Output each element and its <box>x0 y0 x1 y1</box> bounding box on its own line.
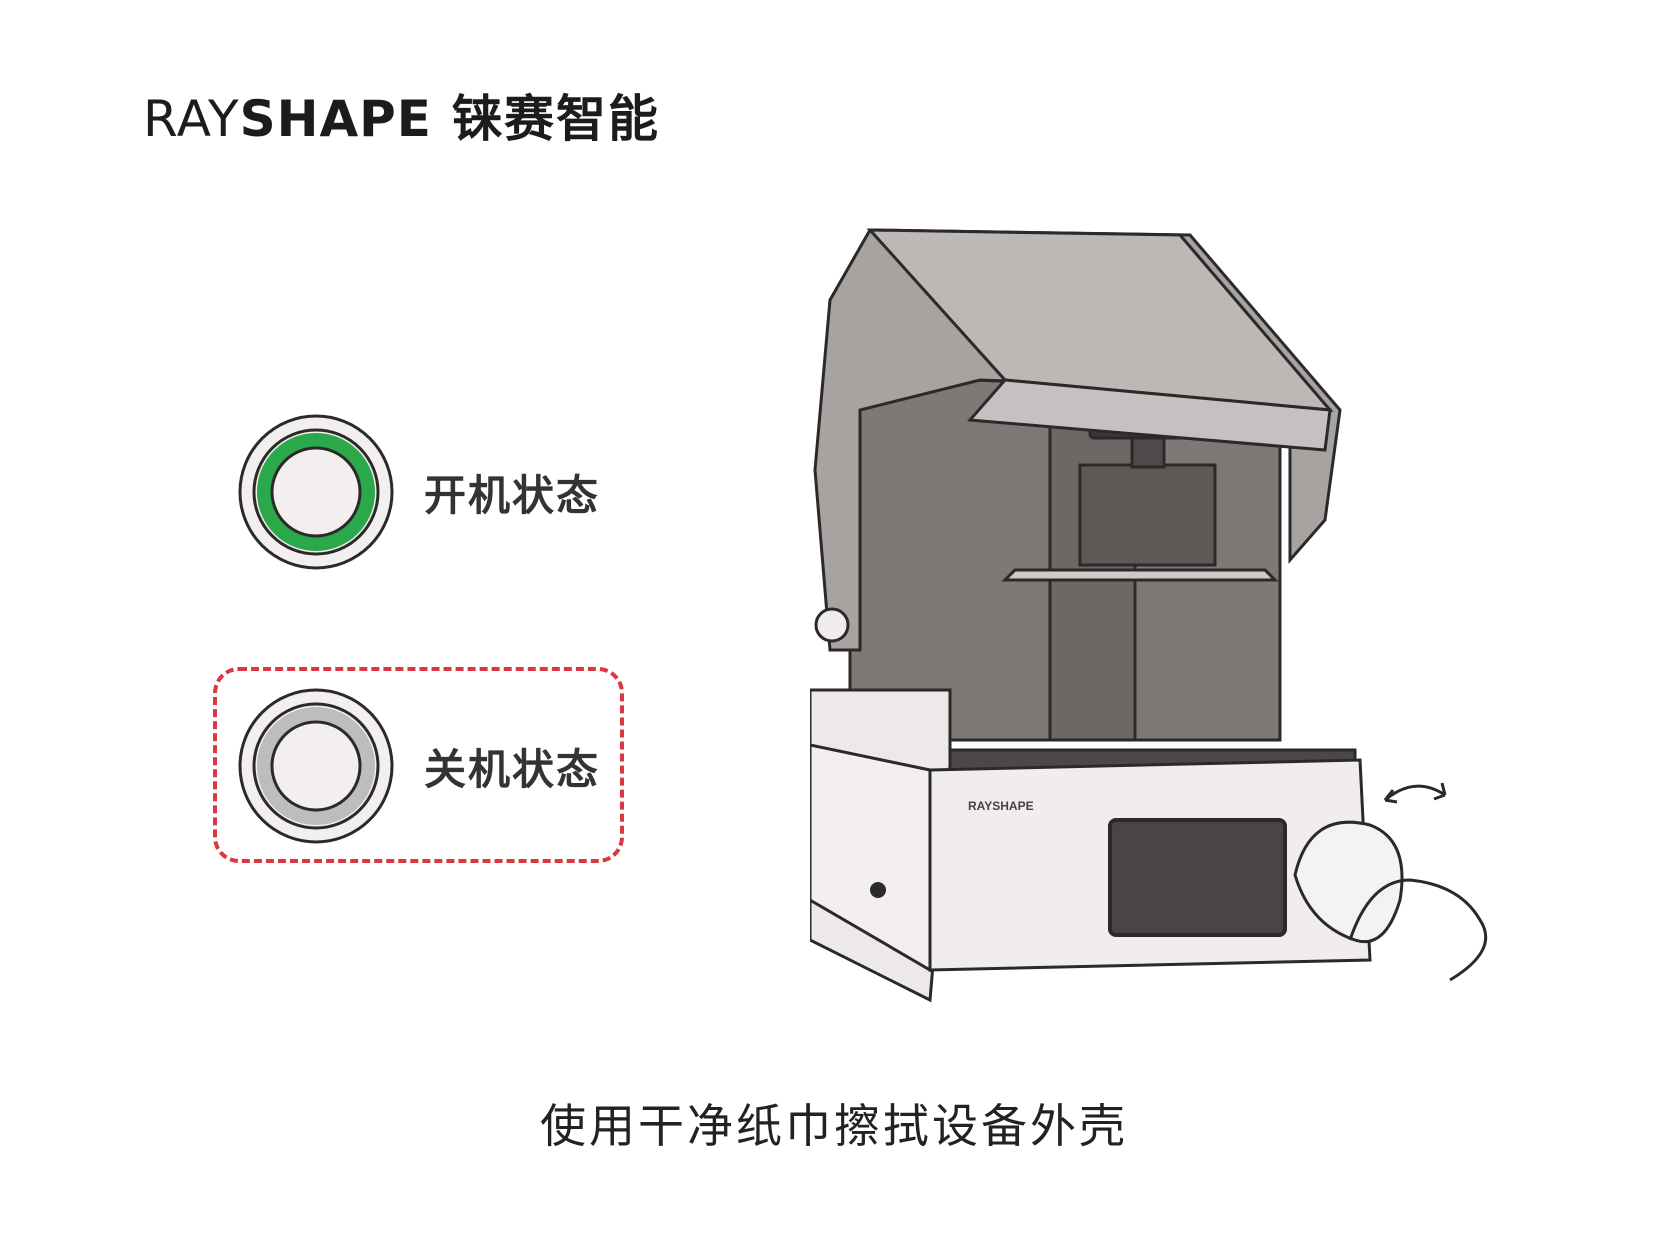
printer-base-left <box>810 743 932 973</box>
printer-lid-front-band <box>966 378 1332 452</box>
printer-build-head <box>1078 463 1217 567</box>
brand-wordmark-bold: SHAPE <box>239 90 432 148</box>
highlight-dashed-box <box>213 667 624 863</box>
printer-build-mount <box>1130 433 1166 469</box>
brand-wordmark-light: RAY <box>143 90 240 148</box>
instruction-caption: 使用干净纸巾擦拭设备外壳 <box>540 1099 1128 1153</box>
printer-lid-hinge <box>814 607 850 643</box>
printer-illustration: RAYSHAPE <box>810 228 1488 1003</box>
power-on-state: 开机状态 <box>236 412 600 572</box>
printer-build-plate <box>1001 568 1279 582</box>
printer-logo: RAYSHAPE <box>968 799 1034 813</box>
wipe-motion-arrow-icon <box>1384 784 1446 802</box>
printer-touchscreen <box>1108 818 1287 937</box>
wiping-hand-icon <box>1348 878 1488 982</box>
power-off-label: 关机状态 <box>424 744 601 794</box>
power-off-state: 关机状态 <box>236 686 600 846</box>
power-button-off-icon <box>238 688 394 844</box>
power-on-label: 开机状态 <box>424 470 601 520</box>
cleaning-cloth-icon <box>1293 820 1404 943</box>
power-button-on-icon <box>238 414 394 570</box>
brand-name-cn: 铼赛智能 <box>451 90 660 148</box>
printer-power-button <box>870 882 886 898</box>
